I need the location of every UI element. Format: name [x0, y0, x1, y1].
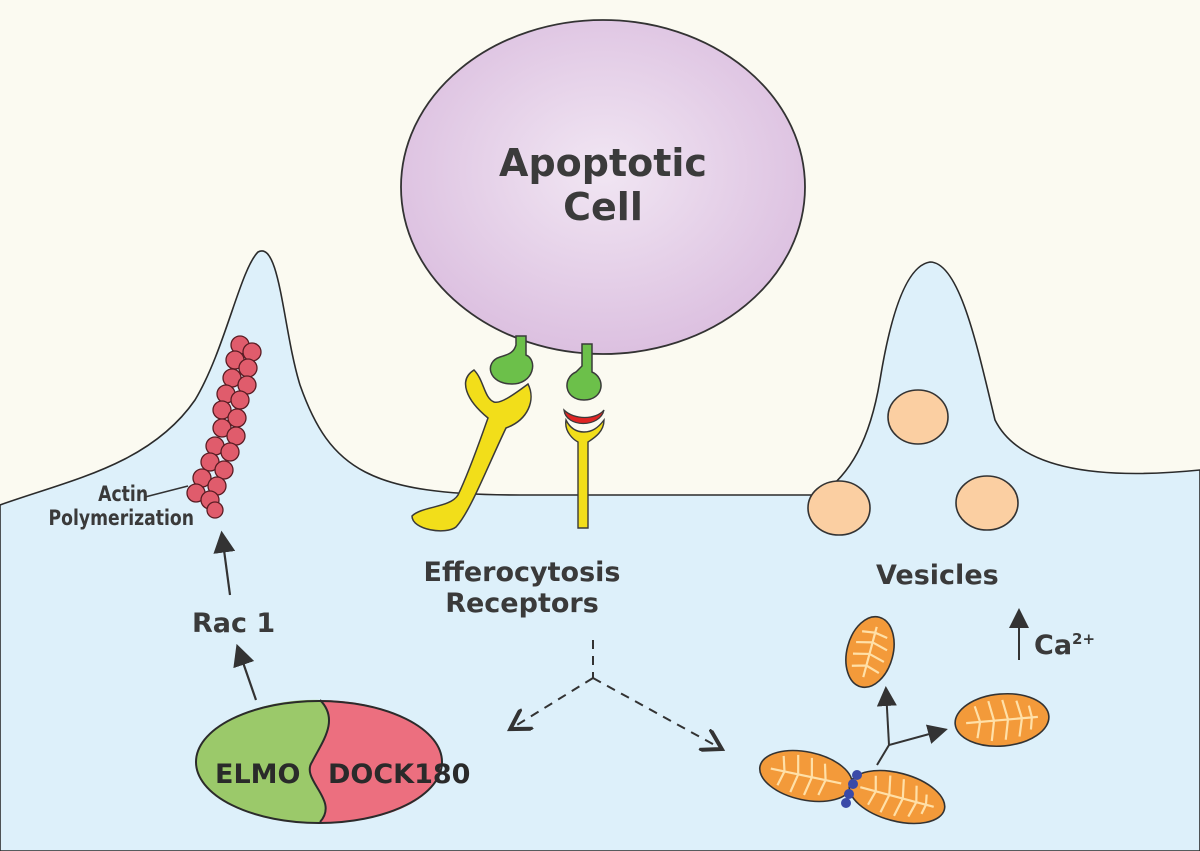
vesicles-label: Vesicles: [876, 560, 999, 591]
efferocytosis-receptor-2: [563, 343, 605, 529]
apoptotic-cell-label: Apoptotic Cell: [499, 141, 707, 229]
dashed-branch-arrows: [512, 640, 720, 748]
rac1-label: Rac 1: [192, 608, 276, 639]
dock180-half: [309, 700, 442, 823]
arrow-elmo-to-rac1: [233, 643, 258, 701]
calcium-label: Ca2+: [1034, 630, 1096, 661]
bridging-molecule: [563, 408, 605, 424]
mitochondrion-right: [954, 692, 1050, 748]
elmo-half: [196, 699, 330, 823]
ligand-1: [489, 335, 534, 385]
fission-protein-dots: [841, 770, 862, 808]
actin-filament: [186, 335, 262, 519]
mitochondria-arrows: [876, 686, 948, 766]
arrow-rac1-to-actin: [213, 530, 236, 596]
elmo-label: ELMO: [215, 759, 301, 790]
mitochondrion-top: [845, 615, 895, 689]
elmo-dock180-complex: [195, 699, 443, 824]
vesicles: [807, 389, 1019, 536]
actin-label-line: [144, 485, 189, 498]
actin-polymerization-label: Actin Polymerization: [48, 482, 194, 531]
ligand-2: [566, 343, 602, 401]
mitochondria: [758, 615, 1050, 825]
efferocytosis-receptors-label: Efferocytosis Receptors: [423, 557, 621, 620]
apoptotic-cell: [400, 19, 806, 355]
dock180-label: DOCK180: [328, 759, 471, 790]
efferocytosis-receptor-1: [411, 335, 534, 532]
